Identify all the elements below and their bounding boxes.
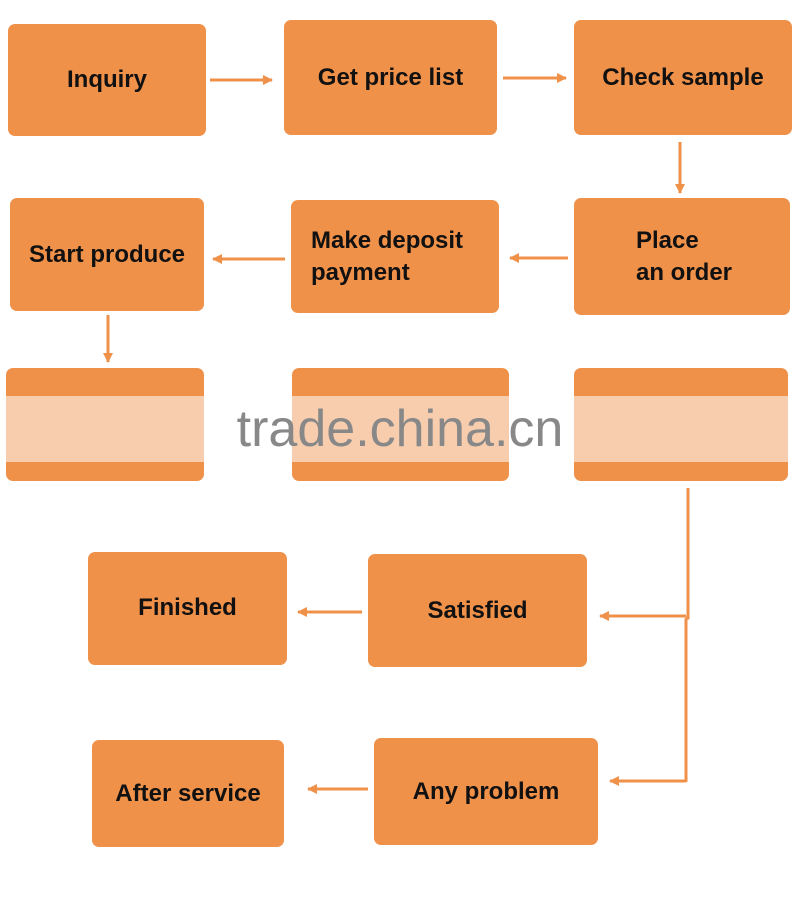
step-check-sample: Check sample [574,20,792,135]
step-after-service: After service [92,740,284,847]
step-make-deposit-label: Make deposit payment [311,226,464,286]
step-place-order: Place an order [574,198,790,315]
connector-branch-trunk [686,488,690,620]
step-satisfied: Satisfied [368,554,587,667]
step-finished-label: Finished [138,594,237,621]
step-place-order-label: Place an order [636,226,733,286]
step-any-problem: Any problem [374,738,598,845]
step-inquiry-label: Inquiry [66,66,147,93]
step-any-problem-label: Any problem [412,777,560,805]
watermark-label: trade.china.cn [236,400,564,458]
step-start-produce-label: Start produce [28,240,186,268]
step-get-price-list: Get price list [284,20,497,135]
step-inquiry: Inquiry [8,24,206,136]
step-after-service-label: After service [115,779,261,807]
step-get-price-list-label: Get price list [317,63,464,91]
watermark-text: trade.china.cn [0,396,800,462]
step-start-produce: Start produce [10,198,204,311]
step-make-deposit: Make deposit payment [291,200,499,313]
watermark-band [0,396,800,462]
step-finished: Finished [88,552,287,665]
step-check-sample-label: Check sample [602,63,764,91]
step-satisfied-label: Satisfied [427,596,528,624]
